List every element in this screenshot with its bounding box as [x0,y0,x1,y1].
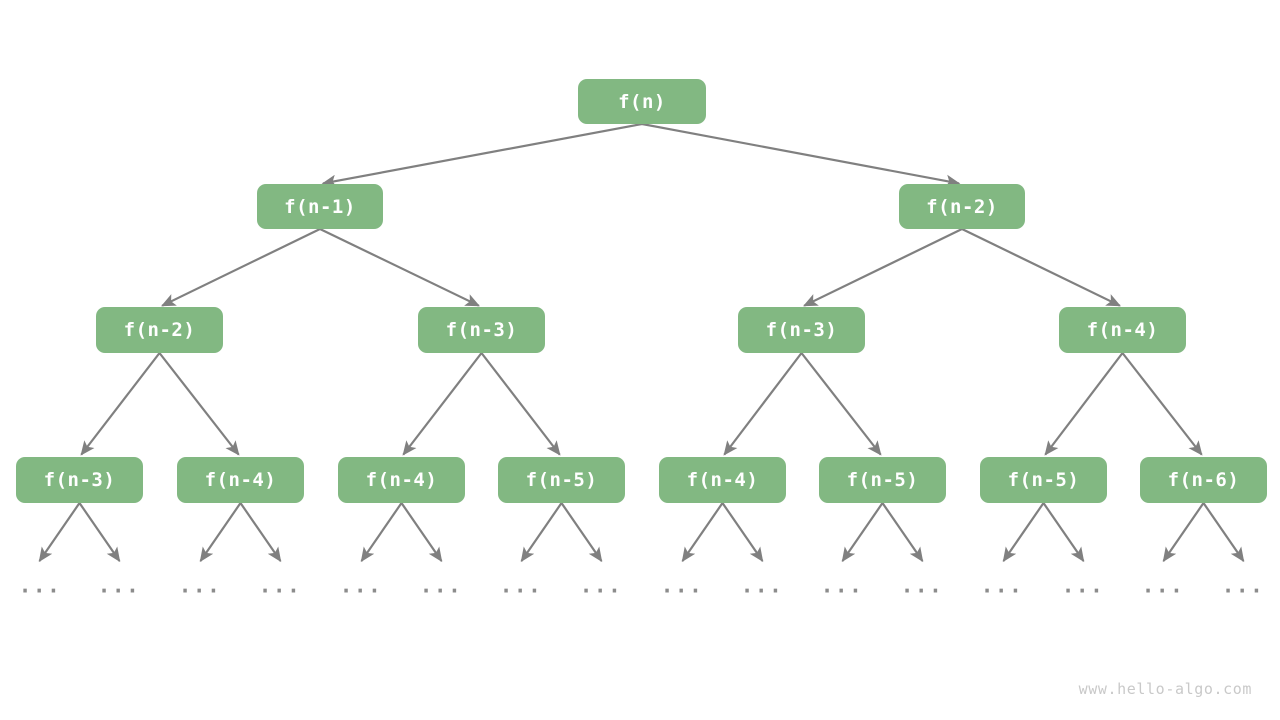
tree-node-l0n0: f(n) [578,79,706,124]
leaf-edge-13 [1042,502,1085,563]
edge-l1n0-to-l2n1 [319,228,480,307]
tree-node-l1n1: f(n-2) [899,184,1025,229]
ellipsis-4: ... [339,573,383,598]
ellipsis-9: ... [740,573,784,598]
tree-node-l2n2: f(n-3) [738,307,865,353]
edge-l2n3-to-l3n6 [1044,352,1124,456]
edge-l2n0-to-l3n0 [80,352,161,456]
leaf-edge-8 [681,502,724,563]
tree-node-l3n6: f(n-5) [980,457,1107,503]
leaf-edge-11 [881,502,924,563]
ellipsis-13: ... [1061,573,1105,598]
leaf-edge-6 [520,502,563,563]
leaf-edge-3 [239,502,282,563]
tree-node-l2n0: f(n-2) [96,307,223,353]
ellipsis-15: ... [1221,573,1265,598]
tree-node-l3n5: f(n-5) [819,457,946,503]
leaf-edge-12 [1002,502,1045,563]
ellipsis-1: ... [97,573,141,598]
leaf-edge-10 [841,502,884,563]
leaf-edge-4 [360,502,403,563]
tree-node-l3n0: f(n-3) [16,457,143,503]
ellipsis-6: ... [499,573,543,598]
ellipsis-12: ... [980,573,1024,598]
ellipsis-5: ... [419,573,463,598]
leaf-edge-15 [1202,502,1245,563]
edge-l2n1-to-l3n2 [402,352,483,456]
edge-l1n1-to-l2n2 [803,228,963,307]
tree-node-l1n0: f(n-1) [257,184,383,229]
watermark: www.hello-algo.com [1078,680,1252,698]
leaf-edge-9 [721,502,764,563]
leaf-edge-14 [1162,502,1205,563]
edge-l0n0-to-l1n1 [641,122,961,188]
tree-node-l3n3: f(n-5) [498,457,625,503]
leaf-edge-5 [400,502,443,563]
ellipsis-14: ... [1141,573,1185,598]
tree-node-l3n1: f(n-4) [177,457,304,503]
leaf-edge-0 [38,502,81,563]
ellipsis-7: ... [579,573,623,598]
edge-l2n0-to-l3n1 [158,352,240,456]
edge-l2n3-to-l3n7 [1121,352,1203,456]
ellipsis-11: ... [900,573,944,598]
ellipsis-2: ... [178,573,222,598]
edge-l1n0-to-l2n0 [161,228,321,307]
ellipsis-3: ... [258,573,302,598]
edge-l2n2-to-l3n4 [723,352,803,456]
leaf-edge-7 [560,502,603,563]
leaf-edge-2 [199,502,242,563]
edge-l2n2-to-l3n5 [800,352,882,456]
ellipsis-8: ... [660,573,704,598]
ellipsis-0: ... [18,573,62,598]
tree-node-l2n3: f(n-4) [1059,307,1186,353]
leaf-edge-1 [78,502,121,563]
edge-l0n0-to-l1n0 [321,122,643,188]
tree-node-l3n7: f(n-6) [1140,457,1267,503]
ellipsis-10: ... [820,573,864,598]
tree-node-l3n4: f(n-4) [659,457,786,503]
edge-l1n1-to-l2n3 [961,228,1121,307]
tree-node-l2n1: f(n-3) [418,307,545,353]
tree-node-l3n2: f(n-4) [338,457,465,503]
edge-l2n1-to-l3n3 [480,352,561,456]
